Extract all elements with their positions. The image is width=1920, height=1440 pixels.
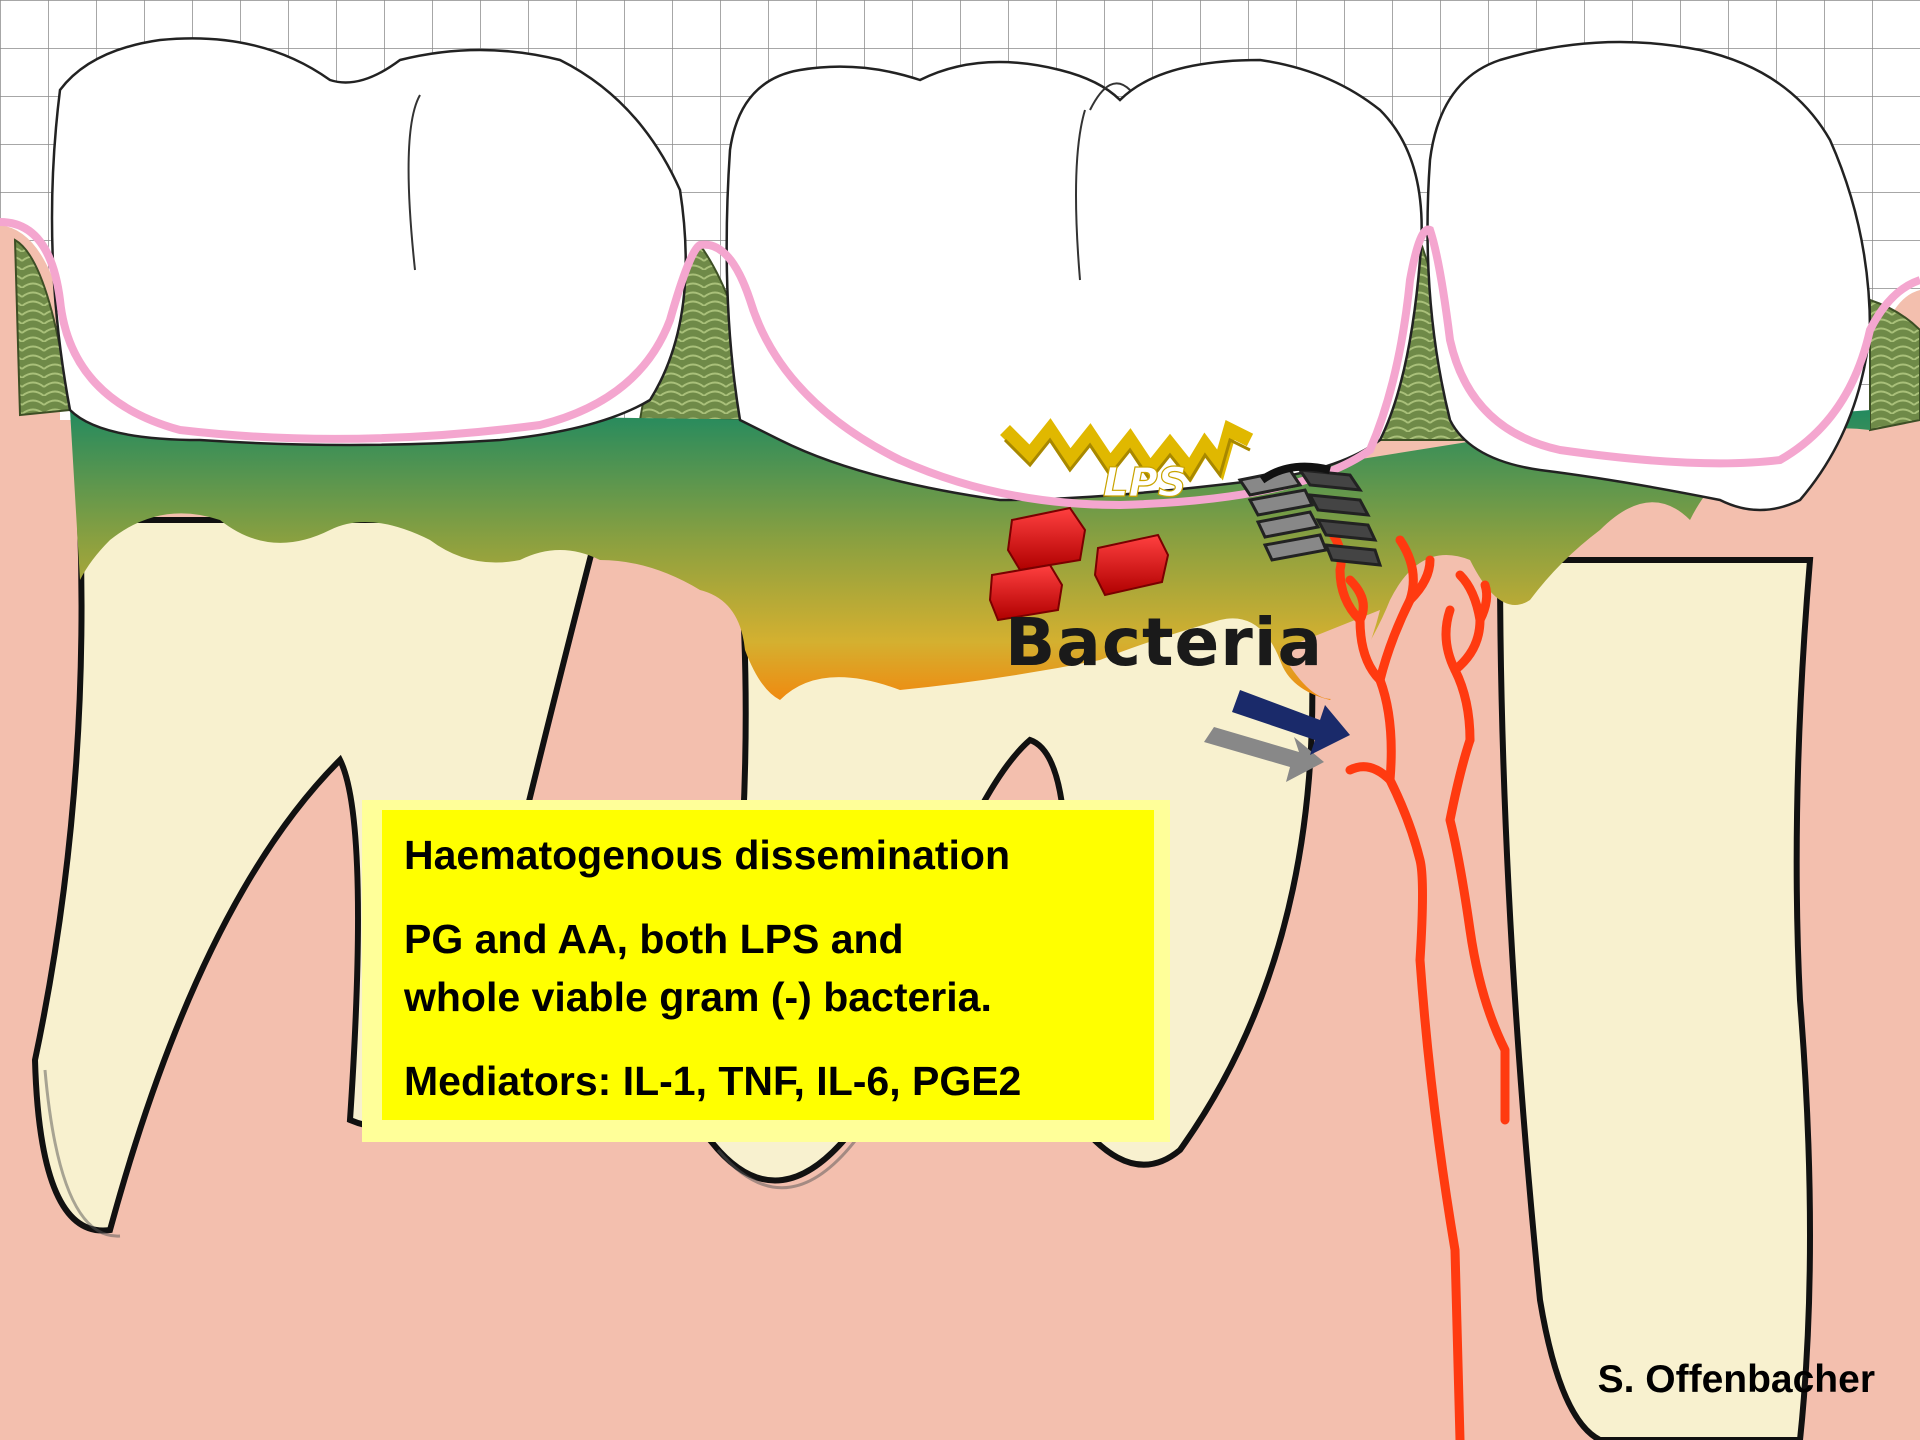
info-line-pathogens-b: whole viable gram (-) bacteria. — [404, 974, 992, 1020]
info-box: Haematogenous dissemination PG and AA, b… — [362, 800, 1170, 1142]
info-line-mediators: Mediators: IL-1, TNF, IL-6, PGE2 — [404, 1052, 1132, 1110]
info-box-content: Haematogenous dissemination PG and AA, b… — [382, 810, 1154, 1120]
lps-label: LPS — [1103, 460, 1187, 506]
author-credit: S. Offenbacher — [1598, 1358, 1875, 1401]
info-line-pathogens: PG and AA, both LPS and whole viable gra… — [404, 910, 1132, 1026]
info-line-dissemination: Haematogenous dissemination — [404, 826, 1132, 884]
info-line-pathogens-a: PG and AA, both LPS and — [404, 916, 904, 962]
bacteria-label: Bacteria — [1005, 604, 1323, 681]
